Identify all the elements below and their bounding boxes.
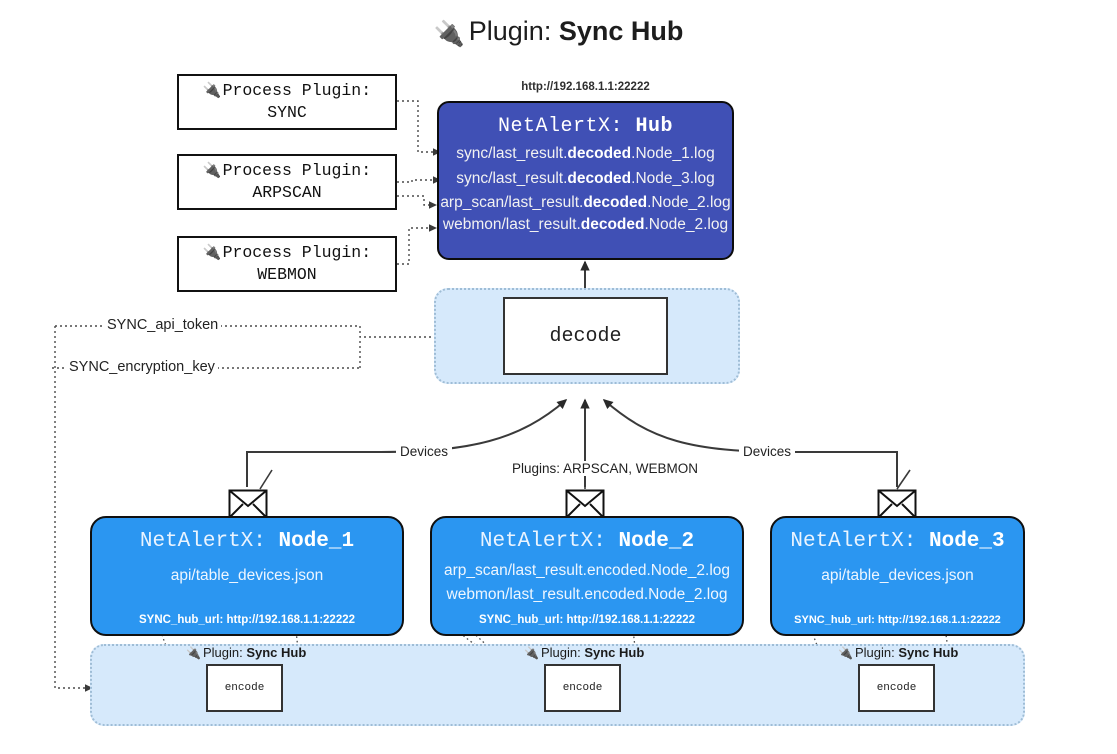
process-plugin-heading: 🔌Process Plugin: — [202, 80, 372, 100]
edge-label-plugins-center: Plugins: ARPSCAN, WEBMON — [508, 461, 703, 476]
node-file-line: api/table_devices.json — [821, 567, 974, 584]
node-title: NetAlertX: Node_3 — [790, 530, 1005, 553]
hub-title: NetAlertX: Hub — [497, 115, 674, 138]
node-box-node-3[interactable]: NetAlertX: Node_3 api/table_devices.json… — [770, 516, 1025, 636]
encode-box-node-1[interactable]: encode — [206, 664, 283, 712]
decode-box[interactable]: decode — [503, 297, 668, 375]
plug-icon: 🔌 — [838, 646, 853, 660]
decode-label: decode — [549, 324, 622, 348]
edge-label-devices-right: Devices — [739, 444, 796, 459]
process-plugin-name: ARPSCAN — [252, 183, 322, 202]
plug-icon: 🔌 — [202, 160, 222, 179]
node-title: NetAlertX: Node_1 — [139, 530, 355, 553]
secret-label-encryption-key: SYNC_encryption_key — [66, 359, 218, 375]
plug-icon: 🔌 — [186, 646, 201, 660]
encode-box-node-2[interactable]: encode — [544, 664, 621, 712]
node-box-node-2[interactable]: NetAlertX: Node_2 arp_scan/last_result.e… — [430, 516, 744, 636]
process-plugin-heading: 🔌Process Plugin: — [202, 242, 372, 262]
process-plugin-name: SYNC — [267, 103, 307, 122]
encode-label: encode — [562, 682, 603, 694]
node-file-line: api/table_devices.json — [170, 567, 324, 584]
envelope-icon-node-2 — [565, 489, 605, 519]
encode-plugin-label-node-2: 🔌Plugin: Sync Hub — [524, 645, 645, 660]
hub-url-label: http://192.168.1.1:22222 — [521, 81, 650, 93]
secret-label-api-token: SYNC_api_token — [104, 317, 222, 333]
page-title-name: Sync Hub — [558, 16, 684, 46]
encode-plugin-label-node-1: 🔌Plugin: Sync Hub — [186, 645, 307, 660]
encode-plugin-label-node-3: 🔌Plugin: Sync Hub — [838, 645, 959, 660]
node-hub-url: SYNC_hub_url: http://192.168.1.1:22222 — [794, 614, 1001, 626]
process-plugin-box-webmon[interactable]: 🔌Process Plugin: WEBMON — [177, 236, 397, 292]
hub-box[interactable]: NetAlertX: Hub sync/last_result.decoded.… — [437, 101, 734, 260]
node-hub-url: SYNC_hub_url: http://192.168.1.1:22222 — [478, 614, 696, 626]
node-file-line: webmon/last_result.encoded.Node_2.log — [446, 586, 728, 603]
hub-log-line: arp_scan/last_result.decoded.Node_2.log — [440, 194, 731, 211]
plug-icon: 🔌 — [433, 20, 465, 48]
node-box-node-1[interactable]: NetAlertX: Node_1 api/table_devices.json… — [90, 516, 404, 636]
page-title-prefix: Plugin: — [468, 16, 552, 46]
hub-log-line: sync/last_result.decoded.Node_1.log — [456, 145, 715, 162]
plug-icon: 🔌 — [202, 242, 222, 261]
encode-box-node-3[interactable]: encode — [858, 664, 935, 712]
process-plugin-box-sync[interactable]: 🔌Process Plugin: SYNC — [177, 74, 397, 130]
envelope-icon-node-1 — [228, 489, 268, 519]
page-title: 🔌Plugin: Sync Hub — [0, 16, 1117, 48]
node-title: NetAlertX: Node_2 — [479, 530, 695, 553]
process-plugin-name: WEBMON — [257, 265, 317, 284]
encode-label: encode — [224, 682, 265, 694]
process-plugin-box-arpscan[interactable]: 🔌Process Plugin: ARPSCAN — [177, 154, 397, 210]
node-hub-url: SYNC_hub_url: http://192.168.1.1:22222 — [138, 614, 356, 626]
node-file-line: arp_scan/last_result.encoded.Node_2.log — [443, 562, 731, 579]
hub-group: http://192.168.1.1:22222 NetAlertX: Hub … — [437, 81, 734, 260]
process-plugin-heading: 🔌Process Plugin: — [202, 160, 372, 180]
envelope-icon-node-3 — [877, 489, 917, 519]
hub-log-line: sync/last_result.decoded.Node_3.log — [456, 170, 715, 187]
encode-label: encode — [876, 682, 917, 694]
hub-log-line: webmon/last_result.decoded.Node_2.log — [442, 216, 729, 233]
edge-label-devices-left: Devices — [396, 444, 453, 459]
plug-icon: 🔌 — [524, 646, 539, 660]
plug-icon: 🔌 — [202, 80, 222, 99]
